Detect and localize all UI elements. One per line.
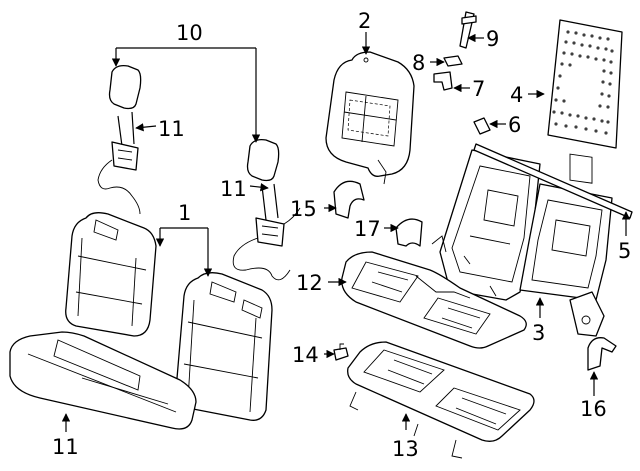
seatback-panel-part (325, 51, 415, 185)
seat-cushion-part (9, 331, 197, 430)
callout-12: 11 (52, 435, 79, 459)
callout-13: 12 (296, 271, 323, 295)
callout-4: 4 (510, 83, 523, 107)
callout-labels: 10 1 11 11 2 9 8 7 4 6 15 17 5 12 3 14 1… (52, 9, 631, 461)
bracket-part-17 (587, 337, 617, 371)
callout-16: 15 (290, 197, 317, 221)
latch-part-7 (433, 71, 453, 91)
headrest-left-part (108, 64, 142, 110)
callout-9: 9 (486, 27, 499, 51)
callout-10: 10 (176, 21, 203, 45)
callout-3: 3 (532, 321, 545, 345)
callout-14: 13 (392, 437, 419, 461)
callout-6: 6 (508, 113, 521, 137)
callout-8: 8 (412, 51, 425, 75)
cap-part-6 (473, 117, 491, 135)
callout-2: 2 (358, 9, 371, 33)
headrest-right-part (246, 138, 280, 182)
lower-frame-part (347, 341, 535, 459)
callout-11-left: 11 (158, 117, 185, 141)
bolt-part (333, 343, 349, 361)
callout-11-right: 11 (220, 177, 247, 201)
trim-cover-part-16 (333, 180, 365, 219)
back-panel-part (547, 19, 623, 184)
headrest-guide-right-part (232, 183, 301, 281)
headrest-guide-left-part (97, 111, 141, 215)
callout-5: 5 (618, 239, 631, 263)
clip-part-8 (443, 55, 463, 67)
callout-17: 16 (580, 397, 607, 421)
callout-1: 1 (178, 201, 191, 225)
seatback-right-part (175, 272, 273, 421)
seatback-frame-part (431, 143, 633, 337)
callout-7: 7 (472, 77, 485, 101)
trim-cover-part-18 (395, 218, 423, 247)
seatback-left-part (65, 212, 157, 337)
cushion-frame-part (341, 251, 527, 349)
callout-18: 17 (354, 217, 381, 241)
leader-lines (61, 32, 631, 432)
bracket-part-9 (459, 11, 477, 49)
callout-15: 14 (292, 343, 319, 367)
